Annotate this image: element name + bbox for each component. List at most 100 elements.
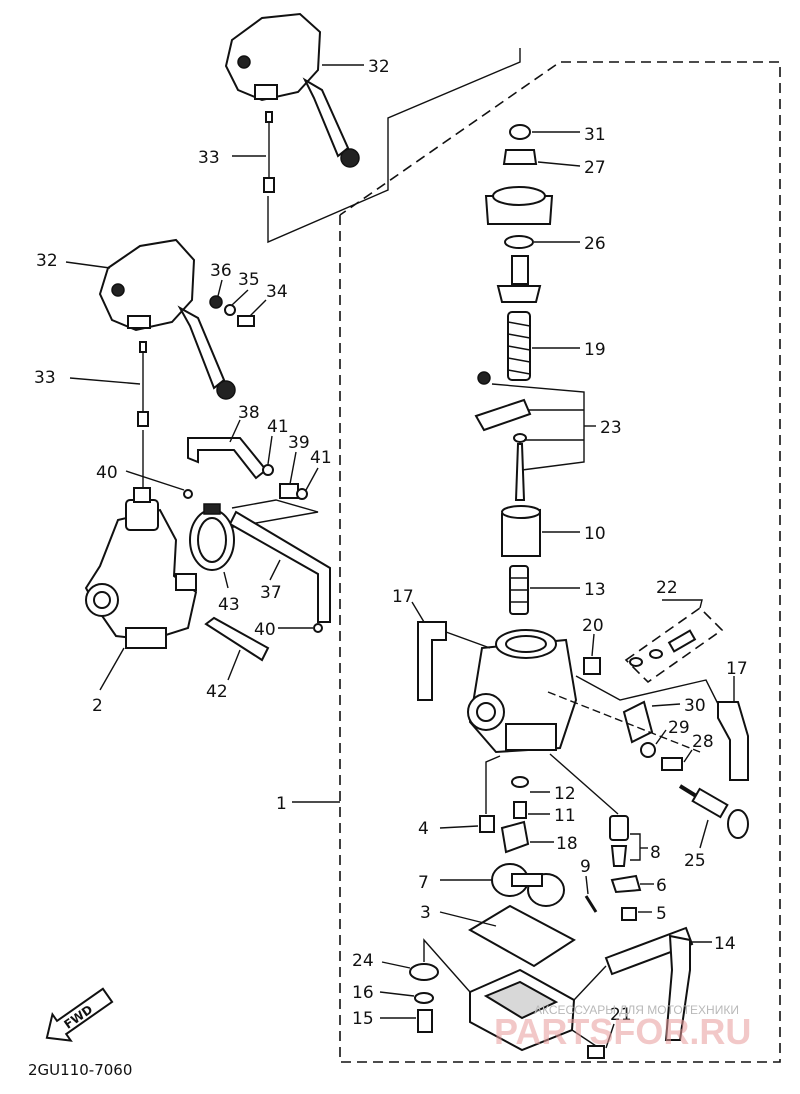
leader-30 <box>651 703 681 707</box>
needle-jet-13 <box>509 565 529 615</box>
callout-7: 7 <box>418 873 429 893</box>
plunger-axis-line <box>547 691 701 753</box>
clip-40a <box>183 489 193 499</box>
leader-36 <box>217 279 223 297</box>
bracket-line <box>227 499 319 529</box>
carburetor-body <box>467 629 578 754</box>
callout-32a: 32 <box>368 57 390 77</box>
leader-35 <box>231 289 249 306</box>
hose-clamp-43 <box>189 503 235 571</box>
float-pin-9 <box>584 895 598 913</box>
callout-3: 3 <box>420 903 431 923</box>
leader-41b <box>305 467 319 491</box>
drain-hose-14-tail <box>664 934 691 1041</box>
nut-36 <box>209 295 223 309</box>
leader-9 <box>585 875 589 895</box>
throttle-valve-10 <box>501 505 541 557</box>
cap-31 <box>509 124 531 140</box>
callout-40b: 40 <box>254 620 276 640</box>
clip-41a <box>262 464 274 476</box>
callout-8: 8 <box>650 843 661 863</box>
leader-37 <box>269 559 281 581</box>
callout-19: 19 <box>584 340 606 360</box>
gasket-3 <box>468 904 576 968</box>
hose-42 <box>204 616 270 662</box>
leader-25 <box>699 819 709 849</box>
drain-hose-17a <box>417 621 447 701</box>
plate-30 <box>622 700 654 744</box>
watermark-tagline: АКСЕССУАРЫ ДЛЯ МОТОТЕХНИКИ <box>534 1003 739 1017</box>
callout-35: 35 <box>238 270 260 290</box>
cap-20 <box>583 657 601 675</box>
throttle-cable-upper <box>263 111 275 193</box>
callout-1: 1 <box>276 794 287 814</box>
leader-32b <box>65 261 111 269</box>
hose-14-link <box>573 965 607 1001</box>
callout-17a: 17 <box>392 587 414 607</box>
pilot-jet-11 <box>513 801 527 819</box>
callout-33b: 33 <box>34 368 56 388</box>
clip-40b <box>313 623 323 633</box>
callout-22: 22 <box>656 578 678 598</box>
callout-24: 24 <box>352 951 374 971</box>
callout-28: 28 <box>692 732 714 752</box>
callout-36: 36 <box>210 261 232 281</box>
clip-41b <box>296 488 308 500</box>
leader-40a <box>125 470 185 491</box>
leader-23-bracket <box>491 383 585 471</box>
callout-30: 30 <box>684 696 706 716</box>
leader-42 <box>227 649 241 681</box>
screw-21-link <box>571 1029 597 1047</box>
callout-9: 9 <box>580 857 591 877</box>
callout-12: 12 <box>554 784 576 804</box>
screw-5 <box>621 907 637 921</box>
gasket-16 <box>414 992 434 1004</box>
holder-18 <box>500 820 530 854</box>
leader-39 <box>289 451 297 485</box>
leader-33b <box>69 377 141 385</box>
needle-set-23 <box>474 371 532 501</box>
leader-24 <box>381 961 411 969</box>
callout-21: 21 <box>610 1005 632 1025</box>
callout-32b: 32 <box>36 251 58 271</box>
callout-25: 25 <box>684 851 706 871</box>
starter-plunger-25 <box>678 784 749 839</box>
throttle-cable-lower <box>137 341 149 427</box>
callout-13: 13 <box>584 580 606 600</box>
callout-27: 27 <box>584 158 606 178</box>
drain-screw-24 <box>409 963 439 981</box>
callout-41b: 41 <box>310 448 332 468</box>
pilot-screw-set-22 <box>624 606 724 684</box>
callout-43: 43 <box>218 595 240 615</box>
callout-17b: 17 <box>726 659 748 679</box>
float-7 <box>491 863 565 907</box>
overflow-hose-37 <box>228 510 331 623</box>
callout-18: 18 <box>556 834 578 854</box>
hose-17b-link <box>575 675 719 705</box>
callout-15: 15 <box>352 1009 374 1029</box>
callout-11: 11 <box>554 806 576 826</box>
fwd-arrow-icon: FWD <box>45 987 114 1042</box>
leader-28 <box>683 749 693 763</box>
watermark-url: PARTSFOR.RU <box>494 1011 751 1052</box>
joint-39 <box>279 483 299 499</box>
breather-hose-38 <box>187 437 268 480</box>
washer-12 <box>511 776 529 788</box>
callout-33a: 33 <box>198 148 220 168</box>
callout-6: 6 <box>656 876 667 896</box>
jet-guide-line <box>485 755 501 814</box>
adjuster-27 <box>502 149 538 165</box>
leader-17a <box>411 601 425 623</box>
callout-41a: 41 <box>267 417 289 437</box>
callout-34: 34 <box>266 282 288 302</box>
air-vent-hose-17b <box>717 701 749 781</box>
leader-34 <box>249 299 267 317</box>
plunger-cap <box>496 255 542 303</box>
callout-5: 5 <box>656 904 667 924</box>
leader-27 <box>537 161 581 167</box>
washer-29 <box>640 742 656 758</box>
assembly-boundary <box>339 61 781 1063</box>
callout-14: 14 <box>714 934 736 954</box>
callout-38: 38 <box>238 403 260 423</box>
